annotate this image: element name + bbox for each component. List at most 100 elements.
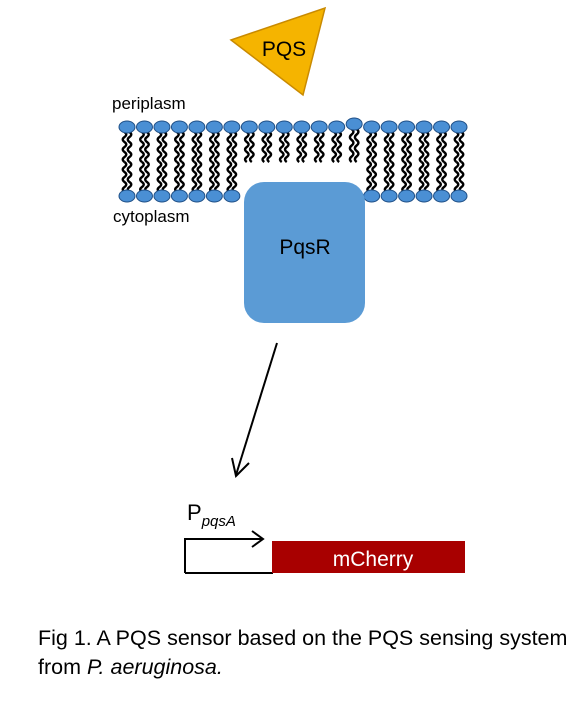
lipid-head <box>450 189 468 203</box>
lipid-head <box>205 189 223 203</box>
lipid-tail <box>406 131 413 163</box>
lipid-tail <box>139 131 145 163</box>
lipid-tail <box>441 161 447 193</box>
lipid-tail <box>213 161 220 193</box>
lipid-head <box>398 189 416 203</box>
pqs-molecule: PQS <box>229 6 327 97</box>
lipid-head <box>398 120 416 134</box>
pqs-label: PQS <box>262 38 306 61</box>
promoter: PpqsA <box>184 500 273 574</box>
lipid-tail <box>453 161 460 193</box>
cytoplasm-label: cytoplasm <box>113 207 190 226</box>
lipid-head <box>118 120 136 134</box>
lipid-tail <box>178 131 185 163</box>
lipid-tail <box>371 131 378 163</box>
lipid-tail <box>191 131 198 163</box>
lipid-bilayer <box>118 117 468 203</box>
pqsr-receptor: PqsR <box>244 182 365 323</box>
lipid-head <box>380 189 398 203</box>
lipid-tail <box>353 128 360 163</box>
lipid-tail <box>231 131 238 163</box>
lipid-tail <box>231 161 238 193</box>
lipid-tail <box>161 131 168 163</box>
lipid-head <box>433 189 451 203</box>
lipid-tail <box>173 161 180 193</box>
lipid-tail <box>156 131 163 163</box>
lipid-tail <box>388 161 395 193</box>
lipid-head <box>188 120 206 134</box>
lipid-tail <box>318 131 325 163</box>
lipid-head <box>135 189 153 203</box>
lipid-head <box>205 120 223 134</box>
lipid-tail <box>383 131 390 163</box>
lipid-tail <box>226 131 233 163</box>
lipid-tail <box>383 161 390 193</box>
lipid-head <box>415 189 433 203</box>
lipid-tail <box>144 161 150 193</box>
lipid-tail <box>261 131 268 163</box>
lipid-tail <box>331 131 338 163</box>
lipid-head <box>223 189 241 203</box>
lipid-tail <box>243 131 250 163</box>
lipid-head <box>310 120 328 134</box>
lipid-tail <box>191 161 198 193</box>
lipid-tail <box>296 131 303 163</box>
lipid-tail <box>126 161 133 193</box>
lipid-tail <box>121 161 128 193</box>
lipid-head <box>118 189 136 203</box>
lipid-tail <box>196 131 203 163</box>
lipid-tail <box>208 131 215 163</box>
lipid-head <box>153 120 171 134</box>
lipid-tail <box>366 161 373 193</box>
lipid-tail <box>436 131 442 163</box>
caption-species: P. aeruginosa. <box>86 655 223 679</box>
lipid-tail <box>213 131 220 163</box>
lipid-tail <box>348 128 355 163</box>
lipid-tail <box>401 161 408 193</box>
lipid-tail <box>301 131 308 163</box>
lipid-head <box>363 189 381 203</box>
lipid-head <box>240 120 258 134</box>
lipid-tail <box>313 131 320 163</box>
lipid-tail <box>266 131 273 163</box>
lipid-tail <box>144 131 150 163</box>
lipid-head <box>363 120 381 134</box>
lipid-tail <box>366 131 373 163</box>
lipid-tail <box>126 131 133 163</box>
lipid-tail <box>418 161 425 193</box>
figure-caption: Fig 1. A PQS sensor based on the PQS sen… <box>38 624 583 682</box>
lipid-head <box>433 120 451 134</box>
lipid-tail <box>278 131 285 163</box>
lipid-tail <box>336 131 343 163</box>
lipid-tail <box>458 161 465 193</box>
mcherry-gene: mCherry <box>272 541 465 573</box>
lipid-tail <box>423 161 430 193</box>
lipid-tail <box>208 161 215 193</box>
promoter-arrow-icon <box>184 530 273 574</box>
lipid-tail <box>173 131 180 163</box>
lipid-tail <box>283 131 290 163</box>
lipid-tail <box>418 131 425 163</box>
lipid-tail <box>196 161 203 193</box>
promoter-label: PpqsA <box>187 500 236 530</box>
lipid-tail <box>161 161 168 193</box>
lipid-head <box>223 120 241 134</box>
lipid-tail <box>139 161 145 193</box>
mcherry-label: mCherry <box>333 548 414 571</box>
lipid-tail <box>156 161 163 193</box>
lipid-tail <box>441 131 447 163</box>
caption-text: Fig 1. A PQS sensor based on the PQS sen… <box>38 626 568 679</box>
lipid-tail <box>406 161 413 193</box>
lipid-head <box>170 189 188 203</box>
lipid-tail <box>436 161 442 193</box>
lipid-head <box>345 117 363 131</box>
lipid-tail <box>423 131 430 163</box>
lipid-tail <box>248 131 255 163</box>
lipid-head <box>415 120 433 134</box>
lipid-tail <box>453 131 460 163</box>
lipid-head <box>450 120 468 134</box>
lipid-tail <box>178 161 185 193</box>
lipid-head <box>170 120 188 134</box>
lipid-tail <box>388 131 395 163</box>
